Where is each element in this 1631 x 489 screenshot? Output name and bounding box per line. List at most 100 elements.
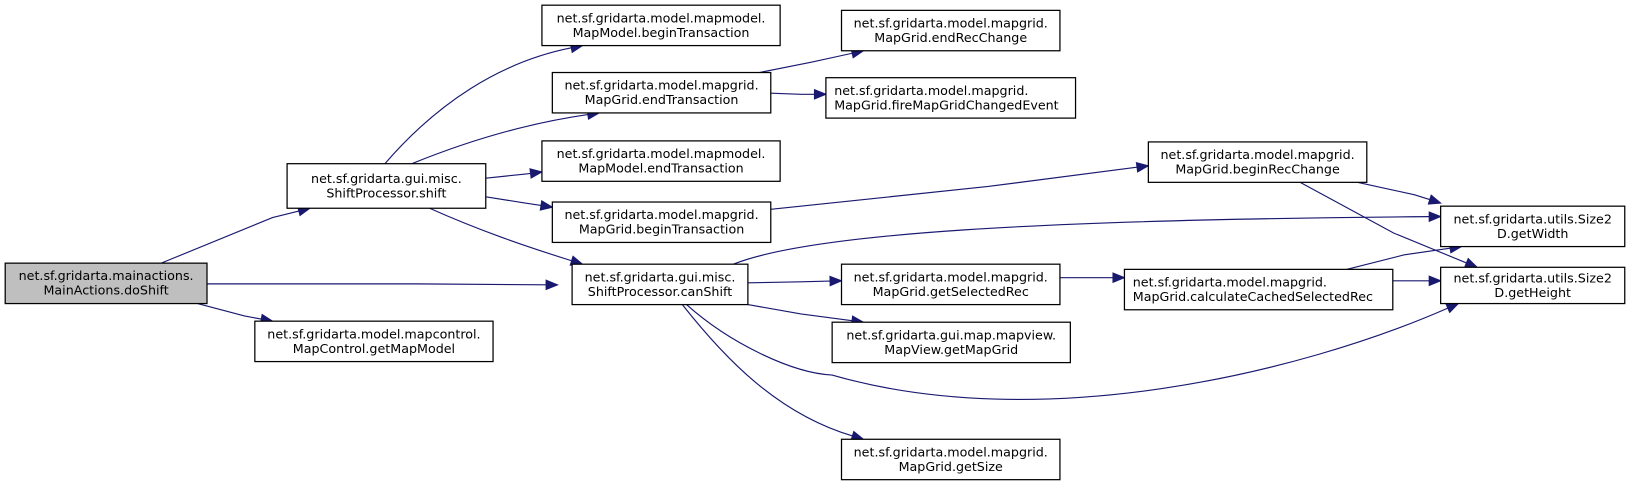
- node-getSize[interactable]: net.sf.gridarta.model.mapgrid.MapGrid.ge…: [840, 438, 1061, 481]
- arrowhead-icon: [529, 168, 544, 179]
- node-label-line: MapGrid.beginRecChange: [1175, 162, 1340, 177]
- node-mmEndTransaction[interactable]: net.sf.gridarta.model.mapmodel.MapModel.…: [541, 140, 781, 182]
- edge-doShift-to-shift: [161, 205, 312, 264]
- node-fireMapGridChangedEvent[interactable]: net.sf.gridarta.model.mapgrid.MapGrid.fi…: [825, 77, 1077, 119]
- node-mmBeginTransaction[interactable]: net.sf.gridarta.model.mapmodel.MapModel.…: [541, 4, 781, 47]
- node-label-line: MainActions.doShift: [43, 283, 168, 298]
- edge-line: [1346, 247, 1451, 270]
- edge-line: [759, 52, 853, 74]
- node-label-line: MapGrid.endRecChange: [874, 30, 1027, 45]
- arrowhead-icon: [1463, 257, 1479, 268]
- edge-line: [485, 196, 542, 207]
- arrowhead-icon: [829, 275, 843, 287]
- node-label-line: net.sf.gridarta.model.mapgrid.: [854, 269, 1048, 284]
- arrowhead-icon: [1445, 303, 1460, 314]
- node-box: [551, 71, 772, 114]
- edge-line: [485, 172, 531, 179]
- node-label-line: ShiftProcessor.shift: [326, 185, 446, 200]
- edge-line: [384, 47, 572, 165]
- node-label-line: MapView.getMapGrid: [884, 342, 1018, 357]
- arrowhead-icon: [539, 200, 554, 211]
- node-getSelectedRec[interactable]: net.sf.gridarta.model.mapgrid.MapGrid.ge…: [840, 263, 1061, 306]
- node-box: [571, 263, 749, 306]
- nodes-layer: net.sf.gridarta.mainactions.MainActions.…: [4, 4, 1626, 481]
- node-box: [840, 9, 1061, 52]
- node-label-line: D.getHeight: [1494, 285, 1571, 300]
- node-box: [4, 262, 208, 305]
- node-mgEndTransaction[interactable]: net.sf.gridarta.model.mapgrid.MapGrid.en…: [551, 71, 772, 114]
- edge-shift-to-mmEndTransaction: [485, 168, 544, 179]
- arrowhead-icon: [813, 88, 828, 100]
- edge-line: [747, 280, 831, 284]
- node-box: [840, 438, 1061, 481]
- edge-canShift-to-getSize: [681, 304, 865, 441]
- arrowhead-icon: [1427, 194, 1442, 205]
- node-label-line: net.sf.gridarta.model.mapgrid.: [564, 78, 758, 93]
- node-canShift[interactable]: net.sf.gridarta.gui.misc.ShiftProcessor.…: [571, 263, 749, 306]
- edges-layer: [161, 42, 1479, 441]
- edge-line: [161, 210, 299, 264]
- node-label-line: MapModel.endTransaction: [578, 161, 743, 176]
- edge-shift-to-mgBeginTransaction: [485, 196, 554, 211]
- node-label-line: MapGrid.calculateCachedSelectedRec: [1133, 289, 1373, 304]
- arrowhead-icon: [1428, 275, 1443, 287]
- edge-beginRecChange-to-getWidth: [1357, 181, 1442, 205]
- node-label-line: net.sf.gridarta.gui.misc.: [585, 269, 736, 284]
- edge-line: [733, 216, 1430, 265]
- node-label-line: net.sf.gridarta.utils.Size2: [1453, 211, 1611, 226]
- node-label-line: net.sf.gridarta.utils.Size2: [1453, 270, 1611, 285]
- node-label-line: MapModel.beginTransaction: [573, 25, 750, 40]
- node-doShift[interactable]: net.sf.gridarta.mainactions.MainActions.…: [4, 262, 208, 305]
- edge-line: [770, 92, 815, 95]
- arrowhead-icon: [1428, 211, 1443, 223]
- node-box: [1123, 268, 1394, 311]
- edge-mgBeginTransaction-to-beginRecChange: [770, 161, 1150, 210]
- edge-mgEndTransaction-to-endRecChange: [759, 48, 865, 74]
- node-box: [840, 263, 1061, 306]
- node-box: [286, 163, 487, 209]
- node-box: [541, 140, 781, 182]
- node-box: [1147, 141, 1368, 183]
- node-label-line: net.sf.gridarta.gui.misc.: [311, 171, 462, 186]
- node-label-line: MapGrid.beginTransaction: [579, 222, 744, 237]
- node-box: [1440, 266, 1626, 305]
- node-label-line: MapControl.getMapModel: [293, 341, 455, 356]
- node-endRecChange[interactable]: net.sf.gridarta.model.mapgrid.MapGrid.en…: [840, 9, 1061, 52]
- edge-line: [1357, 181, 1430, 201]
- node-label-line: net.sf.gridarta.gui.map.mapview.: [846, 327, 1056, 342]
- node-mgBeginTransaction[interactable]: net.sf.gridarta.model.mapgrid.MapGrid.be…: [551, 201, 772, 244]
- node-beginRecChange[interactable]: net.sf.gridarta.model.mapgrid.MapGrid.be…: [1147, 141, 1368, 183]
- node-calculateCachedSelectedRec[interactable]: net.sf.gridarta.model.mapgrid.MapGrid.ca…: [1123, 268, 1394, 311]
- edge-canShift-to-getWidth: [733, 211, 1443, 265]
- edge-calculateCachedSelectedRec-to-getHeight: [1392, 275, 1443, 287]
- node-label-line: MapGrid.endTransaction: [585, 92, 739, 107]
- node-shift[interactable]: net.sf.gridarta.gui.misc.ShiftProcessor.…: [286, 163, 487, 209]
- node-label-line: net.sf.gridarta.model.mapmodel.: [557, 10, 766, 25]
- node-label-line: net.sf.gridarta.model.mapgrid.: [854, 15, 1048, 30]
- node-label-line: net.sf.gridarta.model.mapgrid.: [854, 444, 1048, 459]
- node-box: [551, 201, 772, 244]
- node-label-line: net.sf.gridarta.model.mapgrid.: [1160, 147, 1354, 162]
- edge-doShift-to-canShift: [206, 279, 559, 291]
- node-getMapGrid[interactable]: net.sf.gridarta.gui.map.mapview.MapView.…: [831, 321, 1071, 364]
- node-getMapModel[interactable]: net.sf.gridarta.model.mapcontrol.MapCont…: [254, 320, 494, 363]
- edge-line: [681, 304, 853, 437]
- node-label-line: net.sf.gridarta.model.mapmodel.: [557, 146, 766, 161]
- node-label-line: net.sf.gridarta.model.mapgrid.: [564, 207, 758, 222]
- node-label-line: MapGrid.getSelectedRec: [873, 284, 1029, 299]
- node-box: [825, 77, 1077, 119]
- edge-line: [429, 207, 572, 262]
- node-label-line: net.sf.gridarta.mainactions.: [19, 268, 194, 283]
- edge-line: [770, 166, 1138, 210]
- edge-mgEndTransaction-to-fireMapGridChangedEvent: [770, 88, 828, 100]
- node-label-line: ShiftProcessor.canShift: [588, 284, 732, 299]
- edge-line: [206, 283, 547, 286]
- node-label-line: net.sf.gridarta.model.mapcontrol.: [267, 326, 480, 341]
- edge-line: [197, 303, 262, 320]
- edge-line: [411, 114, 588, 165]
- arrowhead-icon: [1135, 161, 1150, 173]
- edge-line: [747, 304, 853, 322]
- node-box: [254, 320, 494, 363]
